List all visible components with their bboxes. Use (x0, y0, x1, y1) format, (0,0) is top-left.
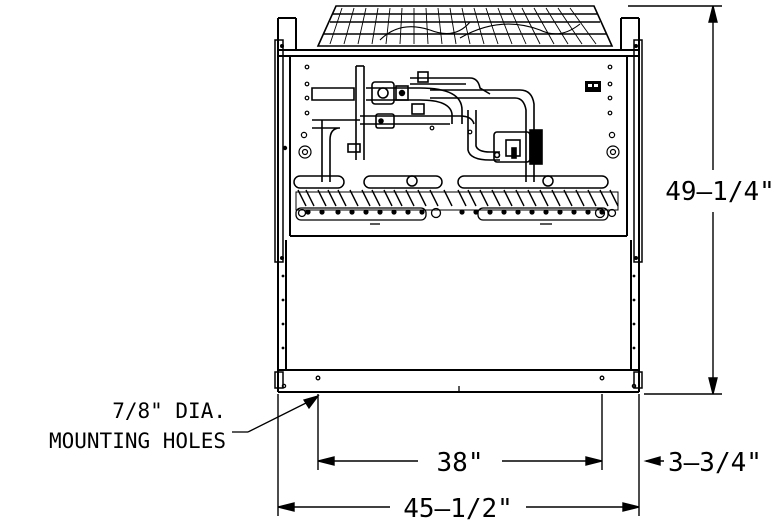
depth-offset-dimension (643, 456, 664, 466)
coil-header-row (293, 175, 609, 189)
cabinet-outline (277, 17, 640, 393)
nameplate (585, 81, 601, 92)
panel-fasteners (298, 64, 620, 159)
height-dimension (628, 5, 722, 395)
valve-assembly (347, 71, 429, 153)
refrigerant-piping (311, 65, 535, 182)
fan-guard (316, 5, 614, 47)
mounting-holes-leader (232, 394, 320, 433)
mounting-holes-note-line1: 7/8" DIA. (112, 399, 226, 423)
overall-width-label: 45–1/2" (403, 494, 513, 522)
side-brackets (274, 39, 643, 389)
hole-spacing-dimension (317, 394, 603, 470)
height-dimension-label: 49–1/4" (665, 177, 775, 207)
hole-spacing-label: 38" (437, 448, 484, 478)
overall-width-dimension (277, 394, 640, 516)
cabinet-screws (280, 44, 638, 350)
coil-lower-manifold (295, 207, 617, 225)
compressor-fitting (493, 129, 543, 165)
coil-tube-ends (305, 209, 605, 215)
depth-offset-label: 3–3/4" (668, 448, 762, 478)
base-rail-holes (281, 375, 637, 392)
mounting-holes-note-line2: MOUNTING HOLES (49, 429, 226, 453)
coil-return-bends (295, 189, 619, 211)
